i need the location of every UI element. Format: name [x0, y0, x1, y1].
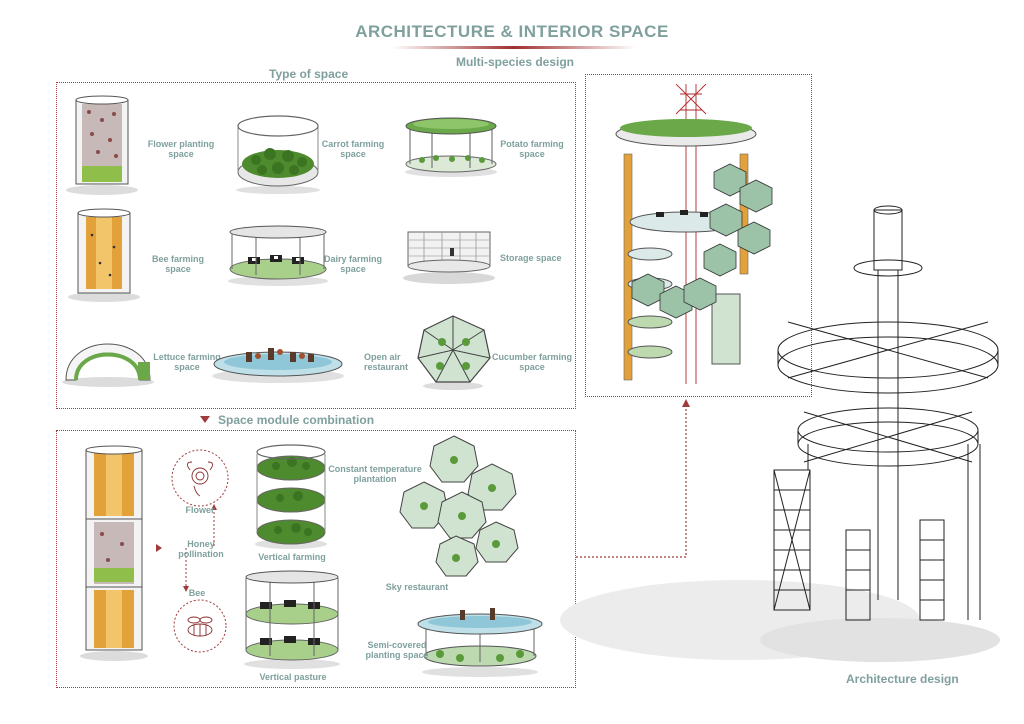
architecture-wireframe-illustration [560, 205, 1000, 662]
label-bee-farming: Bee farming space [151, 254, 204, 274]
page-subtitle: Multi-species design [455, 55, 575, 69]
triangle-marker-icon [200, 416, 210, 423]
label-carrot-farming: Carrot farming space [321, 139, 385, 159]
dairy-farming-illustration [228, 225, 328, 286]
carrot-farming-illustration [236, 115, 320, 194]
cucumber-farming-illustration [417, 315, 491, 390]
label-honey-pollination: Honey pollination [178, 539, 224, 559]
label-dairy-farming: Dairy farming space [323, 254, 383, 274]
label-flower-planting: Flower planting space [147, 139, 215, 159]
label-open-air-restaurant: Open air restaurant [364, 352, 409, 372]
constant-temperature-plantation-illustration [399, 435, 519, 577]
flower-planting-illustration [66, 95, 138, 195]
label-vertical-farming: Vertical farming [258, 552, 326, 562]
label-sky-restaurant: Sky restaurant [385, 582, 449, 592]
label-potato-farming: Potato farming space [500, 139, 564, 159]
multi-species-tower-illustration [615, 84, 773, 384]
stacked-module-cylinder-illustration [80, 445, 148, 661]
architecture-design-label: Architecture design [846, 672, 959, 686]
label-bee: Bee [188, 588, 206, 598]
type-of-space-title: Type of space [265, 67, 353, 81]
vertical-pasture-illustration [244, 570, 340, 669]
label-vertical-pasture: Vertical pasture [259, 672, 327, 682]
bee-farming-illustration [68, 208, 140, 302]
multi-species-frame [585, 74, 812, 397]
combination-frame [56, 430, 576, 688]
lettuce-farming-illustration [62, 343, 154, 387]
label-flower: Flower [185, 505, 215, 515]
label-constant-temperature-plantation: Constant temperature plantation [328, 464, 422, 484]
title-underline [392, 46, 636, 49]
label-lettuce-farming: Lettuce farming space [153, 352, 221, 372]
storage-space-illustration [403, 231, 495, 284]
semi-covered-planting-illustration [417, 608, 543, 677]
combination-title: Space module combination [218, 413, 375, 427]
label-cucumber-farming: Cucumber farming space [491, 352, 572, 372]
open-air-restaurant-illustration [212, 348, 344, 383]
type-of-space-frame [56, 82, 576, 409]
label-semi-covered-planting: Semi-covered planting space [365, 640, 429, 660]
combination-arrow-icon [156, 544, 162, 552]
vertical-farming-illustration [255, 444, 327, 549]
potato-farming-illustration [405, 117, 497, 177]
flower-bee-cycle-diagram [171, 449, 229, 653]
label-storage: Storage space [500, 253, 562, 263]
page-title: ARCHITECTURE & INTERIOR SPACE [355, 22, 669, 41]
